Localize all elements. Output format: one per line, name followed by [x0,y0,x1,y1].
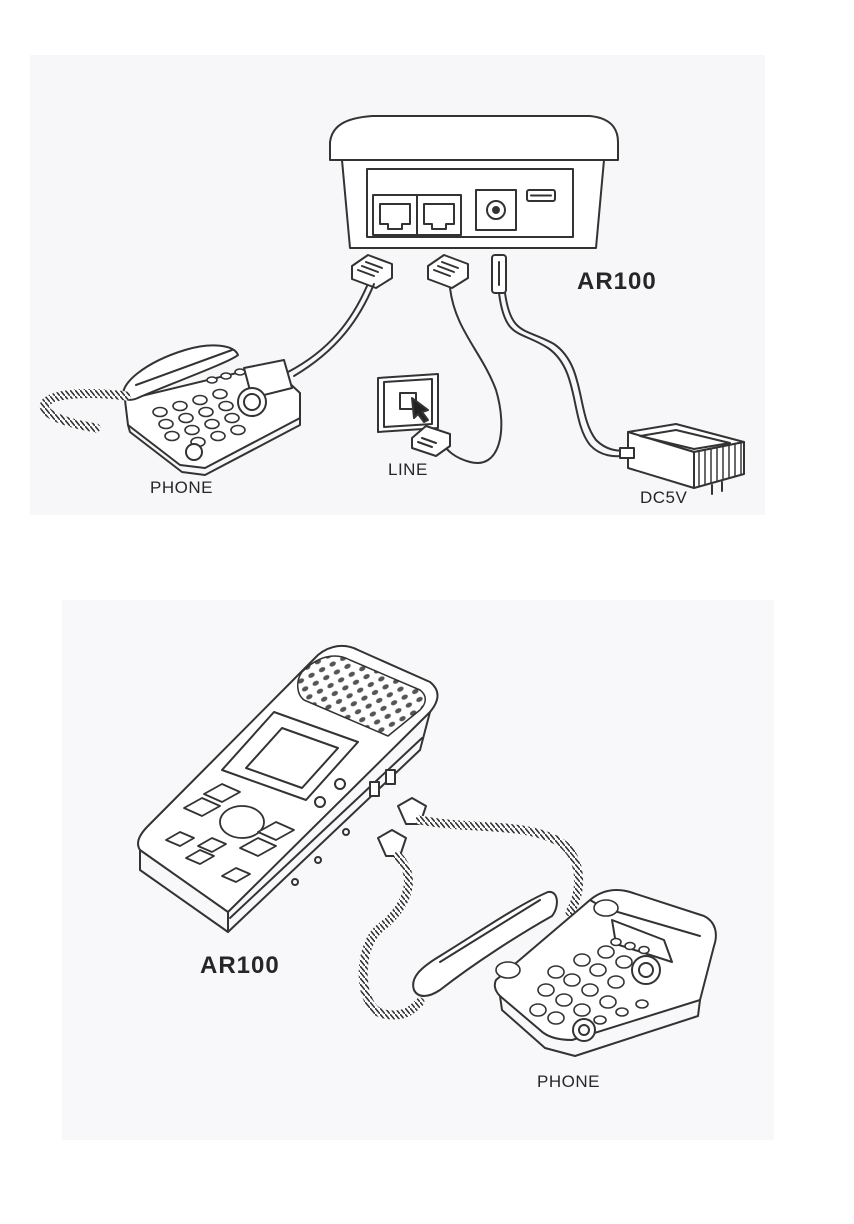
telephone-icon-bottom [412,889,717,1057]
phone-label-top: PHONE [150,478,213,497]
rj11-plug-icon [351,254,469,289]
power-adapter-icon [619,423,745,495]
device-label-top: AR100 [577,268,657,295]
rj11-plug-icon-bottom [377,797,427,857]
power-label: DC5V [640,488,688,507]
coiled-cord-icon-bottom-right [415,815,584,917]
wall-jack-icon [377,373,451,457]
coiled-cord-icon-bottom-left [358,851,425,1020]
device-label-bottom: AR100 [200,952,280,979]
answering-machine-icon [137,644,439,933]
line-label: LINE [388,460,428,479]
dc-plug-icon [491,254,507,294]
telephone-icon [122,344,301,476]
answering-machine-back-icon [329,115,619,249]
coiled-cord-icon [39,389,131,433]
phone-label-bottom: PHONE [537,1072,600,1091]
